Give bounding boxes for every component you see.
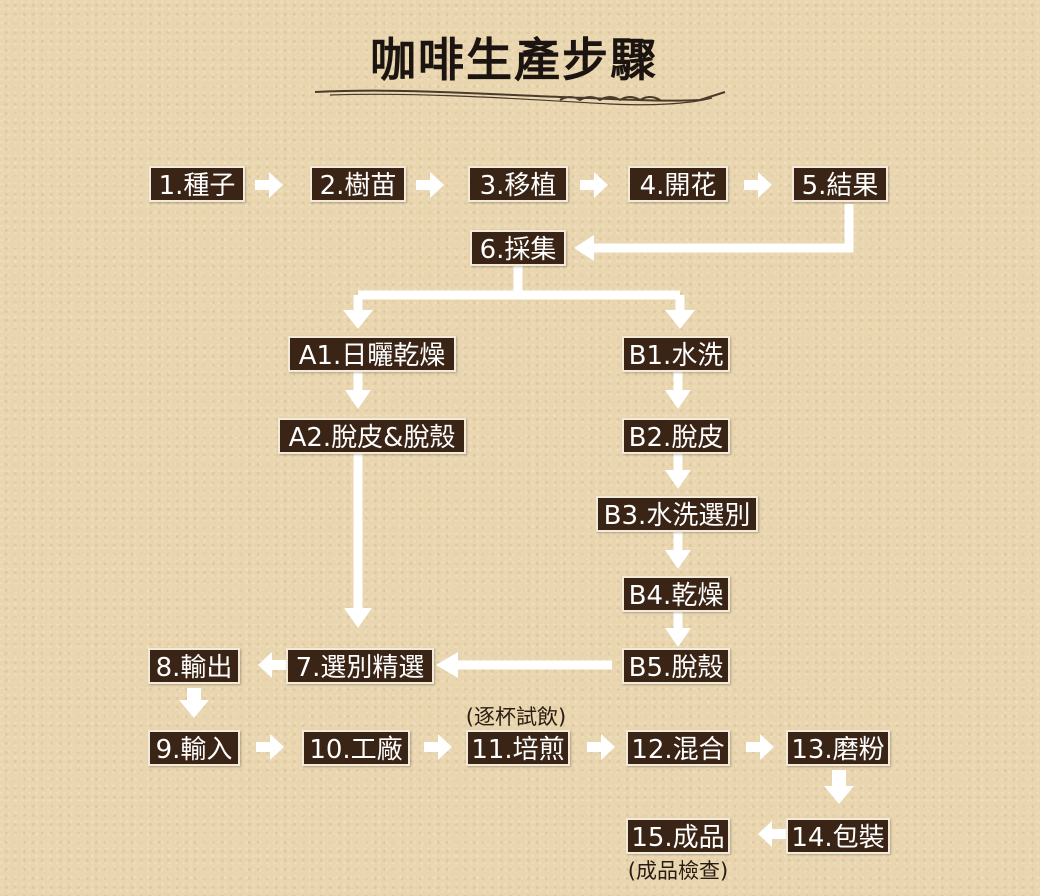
node-15-product: 15.成品 — [626, 818, 730, 854]
arrow-head-7b — [436, 652, 458, 678]
node-b4-dry: B4.乾燥 — [622, 576, 730, 612]
node-9-import: 9.輸入 — [148, 730, 240, 766]
arrow-4-5 — [744, 172, 772, 198]
arrow-12-13 — [746, 734, 774, 760]
arrow-3-4 — [580, 172, 608, 198]
note-inspection: (成品檢查) — [627, 859, 729, 883]
arrow-14-15 — [758, 821, 786, 847]
node-4-flowering: 4.開花 — [628, 166, 728, 202]
arrow-head-6 — [574, 235, 594, 261]
arrow-7-8 — [258, 652, 286, 678]
node-12-blend: 12.混合 — [626, 730, 730, 766]
arrow-10-11 — [424, 734, 452, 760]
node-6-harvest: 6.採集 — [470, 230, 566, 266]
node-3-transplant: 3.移植 — [468, 166, 568, 202]
node-11-roast: 11.培煎 — [466, 730, 570, 766]
node-b1-wash: B1.水洗 — [622, 336, 730, 372]
arrow-head-a2 — [345, 390, 371, 409]
node-b3-wash-sort: B3.水洗選別 — [596, 496, 758, 532]
arrow-9-10 — [256, 734, 284, 760]
note-cupping: (逐杯試飲) — [465, 705, 567, 729]
diagram-title: 咖啡生產步驟 — [370, 33, 658, 87]
node-5-fruiting: 5.結果 — [792, 166, 888, 202]
arrow-8-9 — [179, 688, 209, 718]
node-8-export: 8.輸出 — [148, 648, 240, 684]
node-b2-peel: B2.脫皮 — [622, 418, 730, 454]
arrow-head-b3 — [665, 470, 691, 489]
node-7-select: 7.選別精選 — [286, 648, 434, 684]
node-14-pack: 14.包裝 — [786, 818, 890, 854]
arrow-head-a1 — [343, 310, 373, 329]
arrow-head-b2 — [665, 390, 691, 409]
node-2-seedling: 2.樹苗 — [310, 166, 406, 202]
node-10-factory: 10.工廠 — [302, 730, 410, 766]
line-5-6 — [590, 204, 854, 253]
node-b5-hull: B5.脫殼 — [622, 648, 730, 684]
arrow-head-b4 — [665, 550, 691, 569]
node-a2-hull: A2.脫皮&脫殼 — [278, 418, 466, 454]
arrow-head-b1 — [665, 310, 695, 329]
node-1-seed: 1.種子 — [149, 166, 245, 202]
arrow-2-3 — [416, 172, 444, 198]
arrow-1-2 — [255, 172, 283, 198]
arrow-head-7 — [344, 608, 372, 628]
node-a1-sun-dry: A1.日曬乾燥 — [288, 336, 456, 372]
arrow-13-14 — [824, 770, 854, 804]
title-underline — [314, 89, 726, 102]
arrow-head-b5 — [665, 628, 691, 647]
line-6-split — [353, 266, 685, 316]
node-13-grind: 13.磨粉 — [786, 730, 890, 766]
title-underline-2 — [329, 93, 713, 106]
arrow-11-12 — [587, 734, 615, 760]
